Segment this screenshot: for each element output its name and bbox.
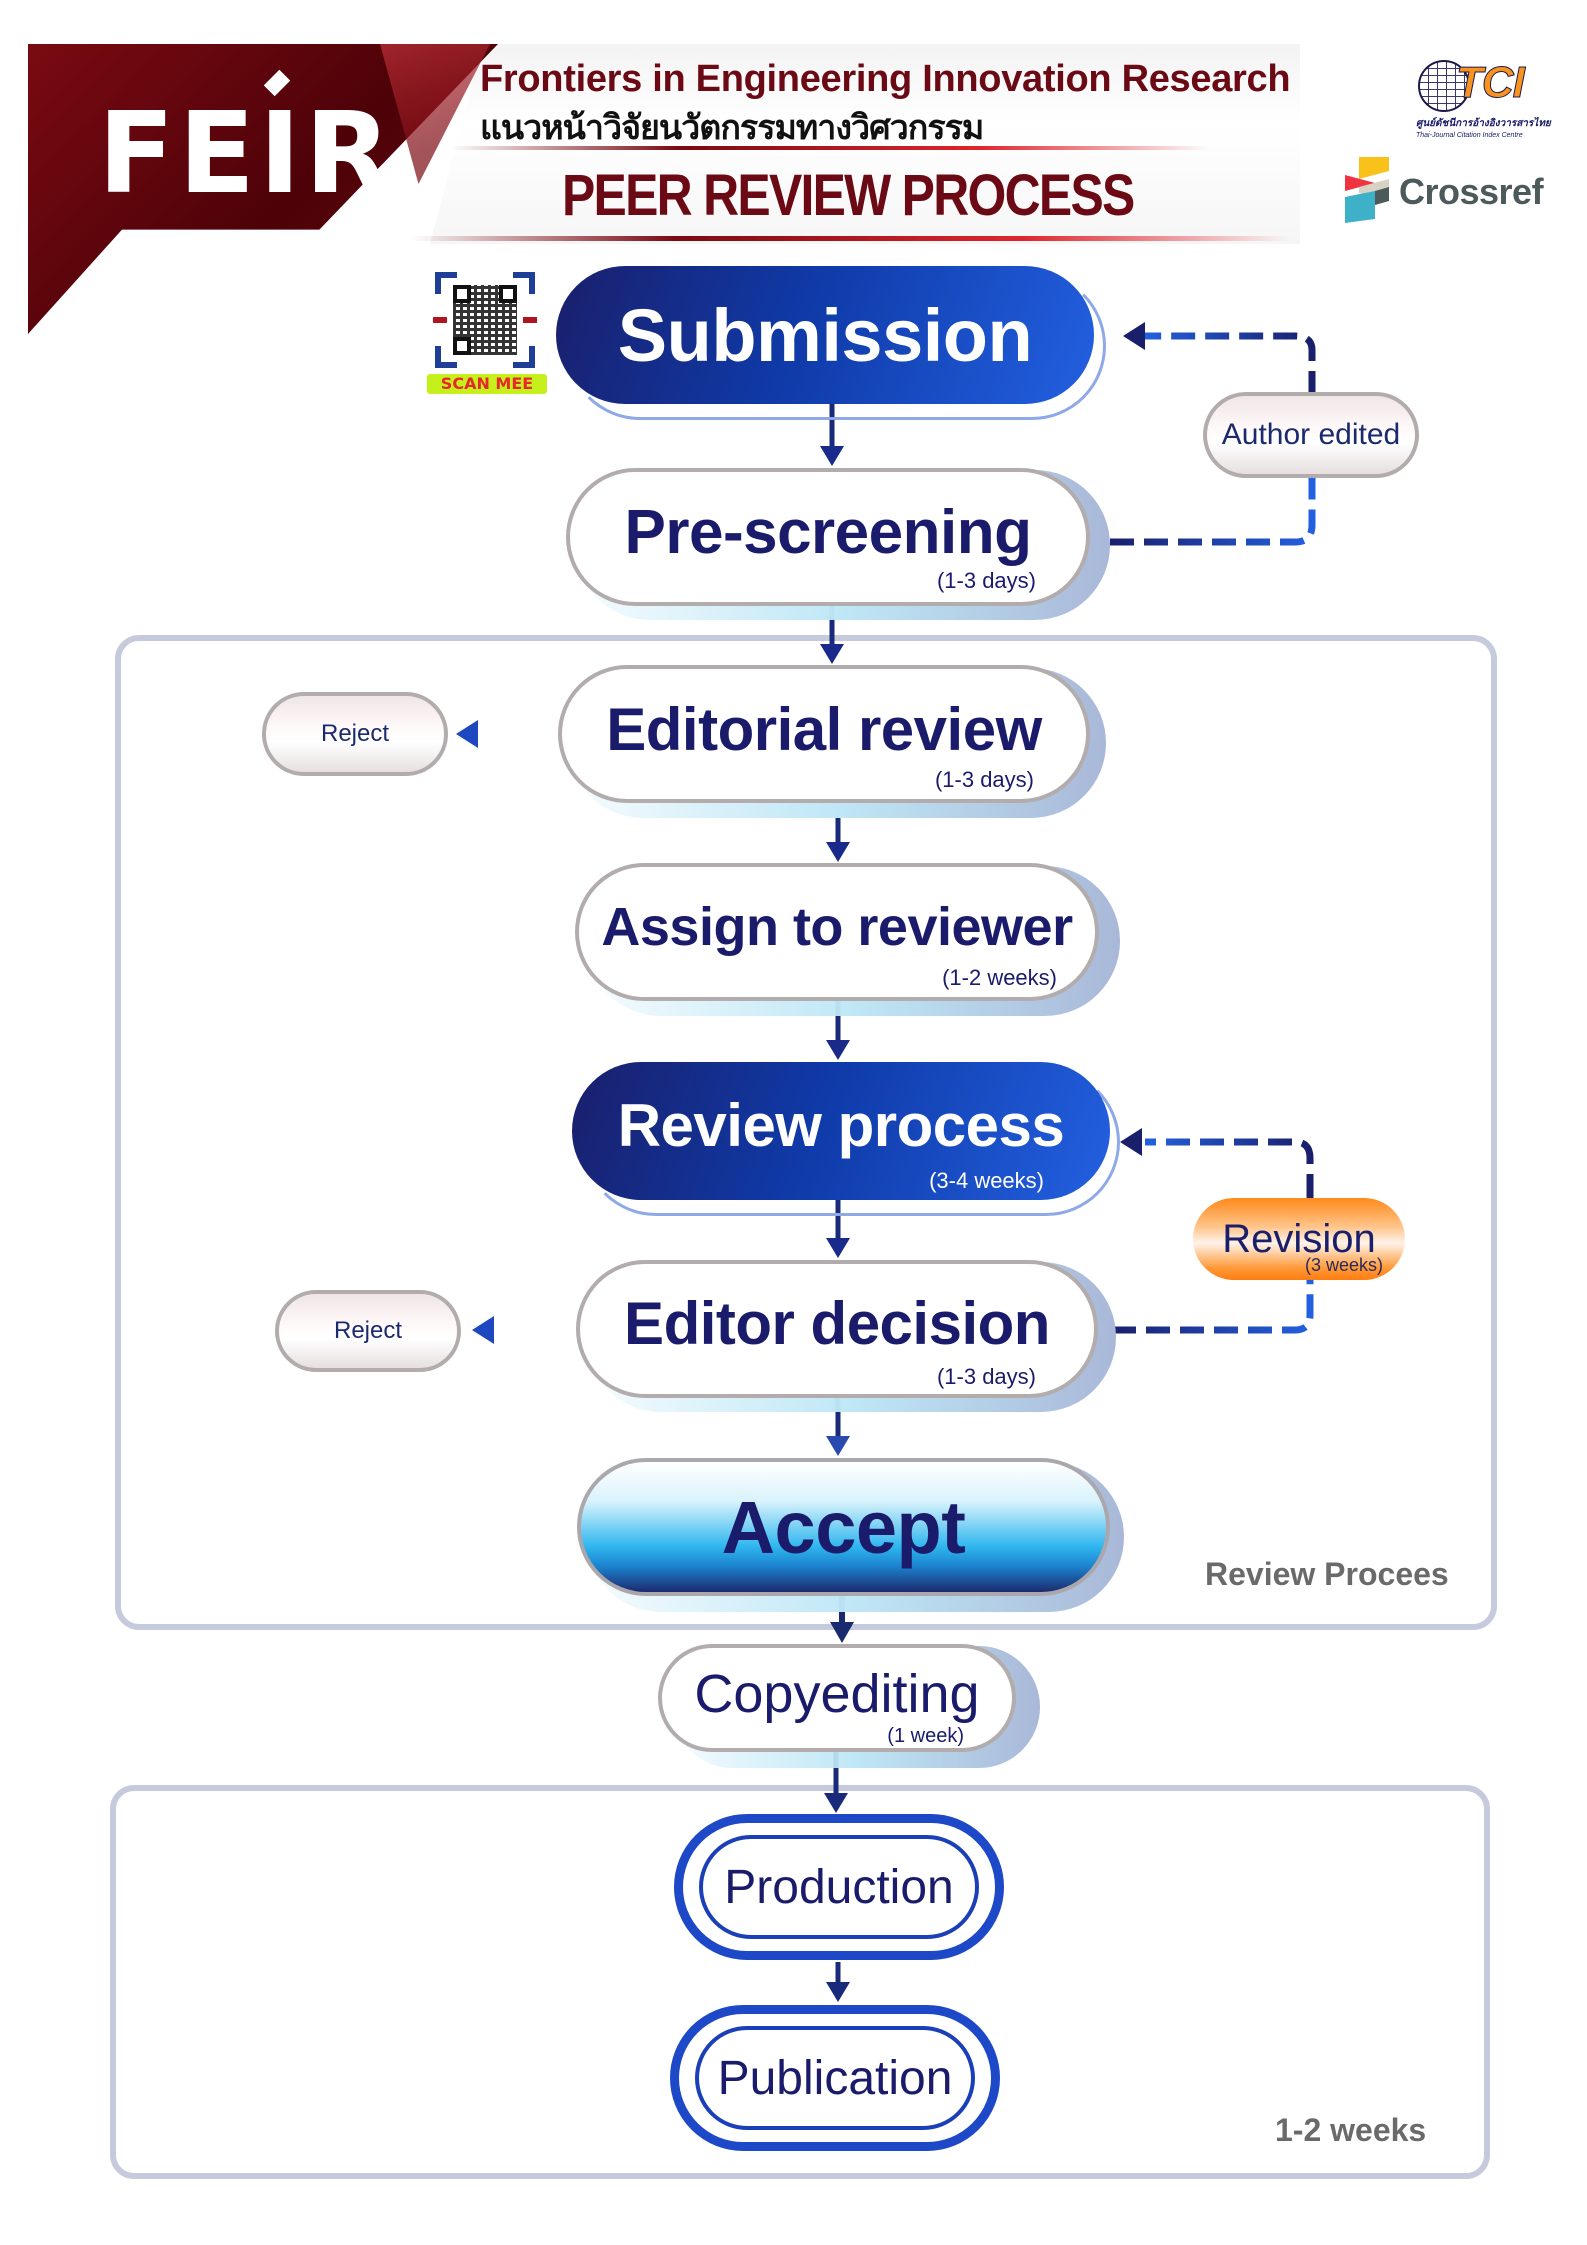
reject-node-decision[interactable]: Reject [275, 1290, 461, 1372]
header-divider [450, 146, 1210, 150]
journal-name-english: Frontiers in Engineering Innovation Rese… [480, 58, 1291, 100]
node-assign-reviewer[interactable]: Assign to reviewer (1-2 weeks) [575, 863, 1099, 1001]
scan-me-label: SCAN MEE [427, 374, 547, 394]
qr-code[interactable] [433, 272, 537, 368]
node-copyediting-title: Copyediting [694, 1664, 980, 1724]
revision-duration: (3 weeks) [1304, 1255, 1383, 1275]
node-review-process-title: Review process [617, 1091, 1065, 1159]
reject-label: Reject [320, 720, 390, 747]
qr-scan-marker [433, 317, 447, 323]
qr-finder-pattern [453, 285, 471, 303]
review-process-group [115, 635, 1497, 1630]
revision-label: Revision [1222, 1217, 1376, 1261]
node-editor-decision[interactable]: Editor decision (1-3 days) [576, 1260, 1098, 1398]
qr-frame-corner [513, 272, 535, 294]
node-copyediting-duration: (1 week) [887, 1725, 964, 1747]
banner-light-background [430, 44, 1300, 244]
node-prescreening[interactable]: Pre-screening (1-3 days) [566, 468, 1090, 606]
revision-node[interactable]: Revision (3 weeks) [1193, 1198, 1405, 1280]
node-production-inner-ring [699, 1835, 979, 1939]
qr-frame-corner [435, 272, 457, 294]
qr-finder-pattern [499, 285, 517, 303]
node-production[interactable]: Production [674, 1814, 1004, 1960]
node-production-title: Production [724, 1860, 954, 1914]
review-process-outline [582, 1068, 1120, 1216]
publishing-group [110, 1785, 1490, 2179]
globe-icon [1418, 60, 1470, 112]
crossref-logo[interactable]: Crossref [1345, 155, 1565, 225]
node-editor-decision-duration: (1-3 days) [936, 1364, 1036, 1389]
publishing-group-label: 1-2 weeks [1275, 2112, 1427, 2148]
node-publication-inner-ring [695, 2026, 975, 2130]
journal-name-thai: แนวหน้าวิจัยนวัตกรรมทางวิศวกรรม [480, 108, 984, 148]
qr-finder-pattern [453, 337, 471, 355]
qr-frame-corner [513, 346, 535, 368]
node-publication[interactable]: Publication [670, 2005, 1000, 2151]
author-edited-node[interactable]: Author edited [1203, 392, 1419, 478]
node-review-process[interactable]: Review process (3-4 weeks) [572, 1062, 1110, 1200]
node-assign-reviewer-duration: (1-2 weeks) [942, 965, 1057, 990]
qr-frame-corner [435, 346, 457, 368]
node-review-process-duration: (3-4 weeks) [929, 1168, 1044, 1193]
node-prescreening-duration: (1-3 days) [936, 568, 1036, 593]
crossref-mark-icon [1345, 157, 1389, 223]
header-divider [410, 236, 1290, 241]
node-editorial-review[interactable]: Editorial review (1-3 days) [558, 665, 1090, 803]
node-prescreening-title: Pre-screening [624, 497, 1032, 567]
node-submission-title: Submission [617, 293, 1033, 377]
review-group-label: Review Procees [1205, 1556, 1449, 1592]
crossref-label: Crossref [1399, 171, 1544, 212]
journal-logo: FEIR [98, 89, 395, 219]
node-accept-title: Accept [721, 1485, 966, 1569]
qr-scan-marker [523, 317, 537, 323]
node-publication-title: Publication [717, 2051, 953, 2105]
author-edited-label: Author edited [1221, 418, 1401, 451]
reject-label: Reject [333, 1317, 403, 1344]
node-editorial-review-duration: (1-3 days) [934, 767, 1034, 792]
node-accept[interactable]: Accept [577, 1458, 1110, 1596]
node-submission[interactable]: Submission [556, 266, 1094, 404]
tci-subtitle-thai: ศูนย์ดัชนีการอ้างอิงวารสารไทย [1416, 118, 1551, 129]
node-copyediting[interactable]: Copyediting (1 week) [658, 1644, 1016, 1752]
submission-outline [566, 272, 1106, 420]
node-editorial-review-title: Editorial review [606, 695, 1042, 763]
tci-logo-text: TCI [1456, 58, 1526, 108]
node-editor-decision-title: Editor decision [624, 1289, 1050, 1357]
page-title: PEER REVIEW PROCESS [562, 163, 1135, 228]
node-assign-reviewer-title: Assign to reviewer [601, 897, 1073, 957]
tci-logo[interactable]: TCI ศูนย์ดัชนีการอ้างอิงวารสารไทย Thai-J… [1410, 58, 1560, 148]
reject-node-editorial[interactable]: Reject [262, 692, 448, 776]
tci-subtitle-english: Thai-Journal Citation Index Centre [1416, 132, 1523, 139]
